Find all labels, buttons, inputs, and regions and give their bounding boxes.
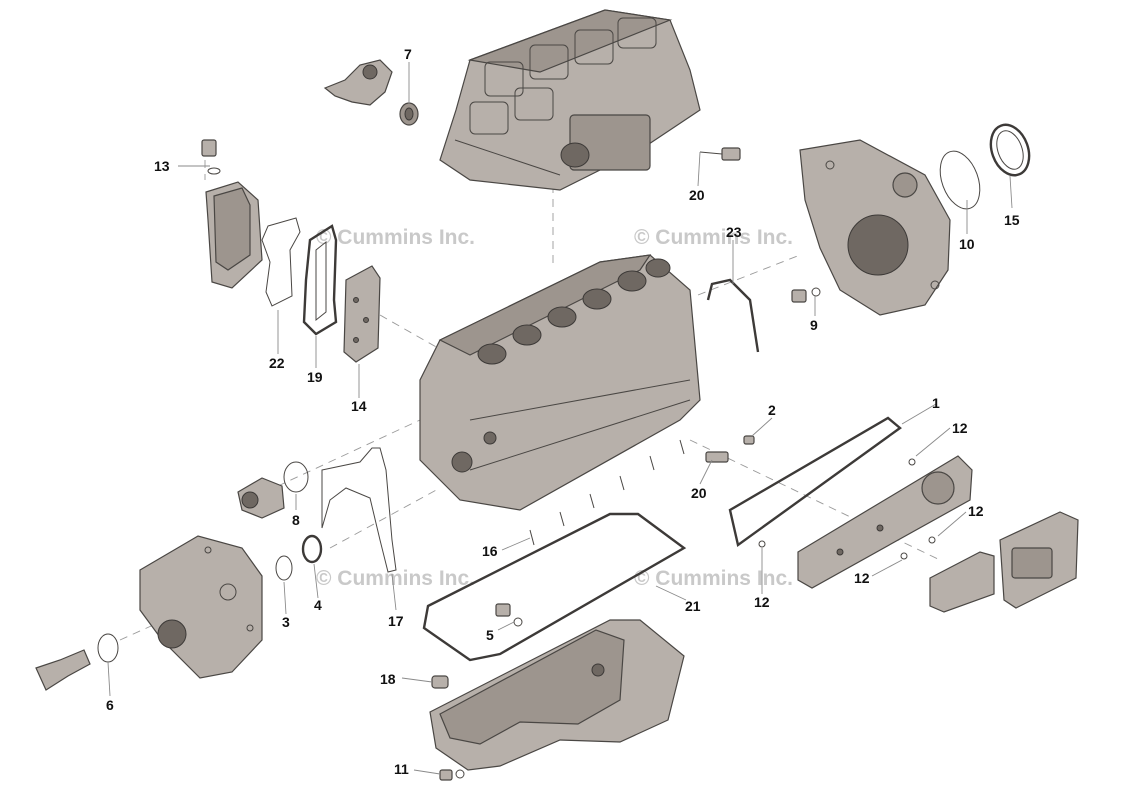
callout-2: 2 [768,402,776,418]
callout-13: 13 [154,158,170,174]
watermarks: © Cummins Inc. © Cummins Inc. © Cummins … [316,226,793,590]
watermark-2: © Cummins Inc. [634,226,793,249]
callout-18: 18 [380,671,396,687]
callout-16: 16 [482,543,498,559]
callout-1: 1 [932,395,940,411]
cylinder-block [419,254,701,511]
seal-rings-10-15 [939,123,1031,210]
callout-10: 10 [959,236,975,252]
crank-bolt-6 [35,633,119,691]
callout-3: 3 [282,614,290,630]
flywheel-housing [799,139,951,316]
watermark-1: © Cummins Inc. [316,226,475,249]
cylinder-head [439,9,701,191]
sensor-top [699,147,741,161]
plug-9 [791,287,821,303]
callout-15: 15 [1004,212,1020,228]
leader-lines [107,62,1013,775]
gasket-22 [261,217,301,307]
front-gear-cover [139,535,263,679]
callout-4: 4 [314,597,322,613]
callout-7: 7 [404,46,412,62]
ecm-modules [929,511,1079,613]
callout-8: 8 [292,512,300,528]
seal-4-ring-3 [275,534,323,581]
filter-head-8 [237,461,309,519]
cover-plate-14 [343,265,381,363]
seal-23 [706,278,760,353]
drain-plug-11 [439,769,465,781]
watermark-4: © Cummins Inc. [634,567,793,590]
callouts: 1 2 3 4 5 6 7 8 9 10 11 12 12 12 12 13 1… [106,46,1020,777]
oil-pan-gasket-21 [422,512,687,662]
pickup-gasket-18 [431,675,449,689]
callout-9: 9 [810,317,818,333]
oil-pan [429,619,685,771]
callout-12a: 12 [952,420,968,436]
callout-11: 11 [394,761,409,777]
callout-12b: 12 [968,503,984,519]
rail-gasket-1 [728,416,902,548]
callout-22: 22 [269,355,285,371]
callout-5: 5 [486,627,494,643]
callout-20b: 20 [691,485,707,501]
callout-20a: 20 [689,187,705,203]
callout-21: 21 [685,598,701,614]
cooler-core-19 [302,224,338,336]
thermostat-housing [323,59,419,126]
callout-6: 6 [106,697,114,713]
callout-12d: 12 [754,594,770,610]
callout-23: 23 [726,224,742,240]
plug-5 [495,603,523,627]
watermark-3: © Cummins Inc. [316,567,475,590]
callout-14: 14 [351,398,367,414]
side-cover [797,455,973,589]
oil-cooler-housing [201,139,263,289]
front-gasket-17 [321,447,397,573]
callout-19: 19 [307,369,323,385]
callout-17: 17 [388,613,404,629]
block-bolts [529,435,936,560]
callout-12c: 12 [854,570,870,586]
